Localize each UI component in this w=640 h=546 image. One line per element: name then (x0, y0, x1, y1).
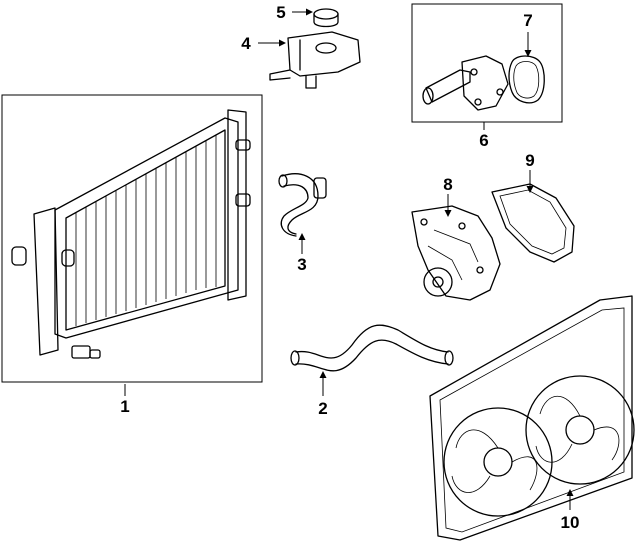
coolant-reservoir (269, 31, 361, 89)
lower-hose (290, 324, 454, 372)
thermostat-gasket (508, 55, 545, 104)
callout-5: 5 (276, 3, 285, 22)
callout-7: 7 (523, 11, 532, 30)
thermostat-housing (422, 55, 509, 111)
callout-2: 2 (318, 399, 327, 418)
callout-9: 9 (525, 151, 534, 170)
reservoir-cap (313, 8, 339, 28)
callout-3: 3 (297, 255, 306, 274)
callout-8: 8 (443, 175, 452, 194)
callout-1: 1 (120, 397, 129, 416)
thermostat-group-box (411, 3, 563, 123)
water-pump (411, 205, 501, 301)
callout-6: 6 (479, 131, 488, 150)
upper-hose (278, 173, 327, 237)
radiator (11, 109, 251, 359)
leader-lines (124, 8, 574, 510)
callout-4: 4 (241, 34, 251, 53)
radiator-group-box (1, 94, 263, 383)
cooling-fan-assembly (429, 295, 635, 541)
water-pump-gasket (491, 183, 575, 263)
callout-10: 10 (561, 513, 580, 532)
